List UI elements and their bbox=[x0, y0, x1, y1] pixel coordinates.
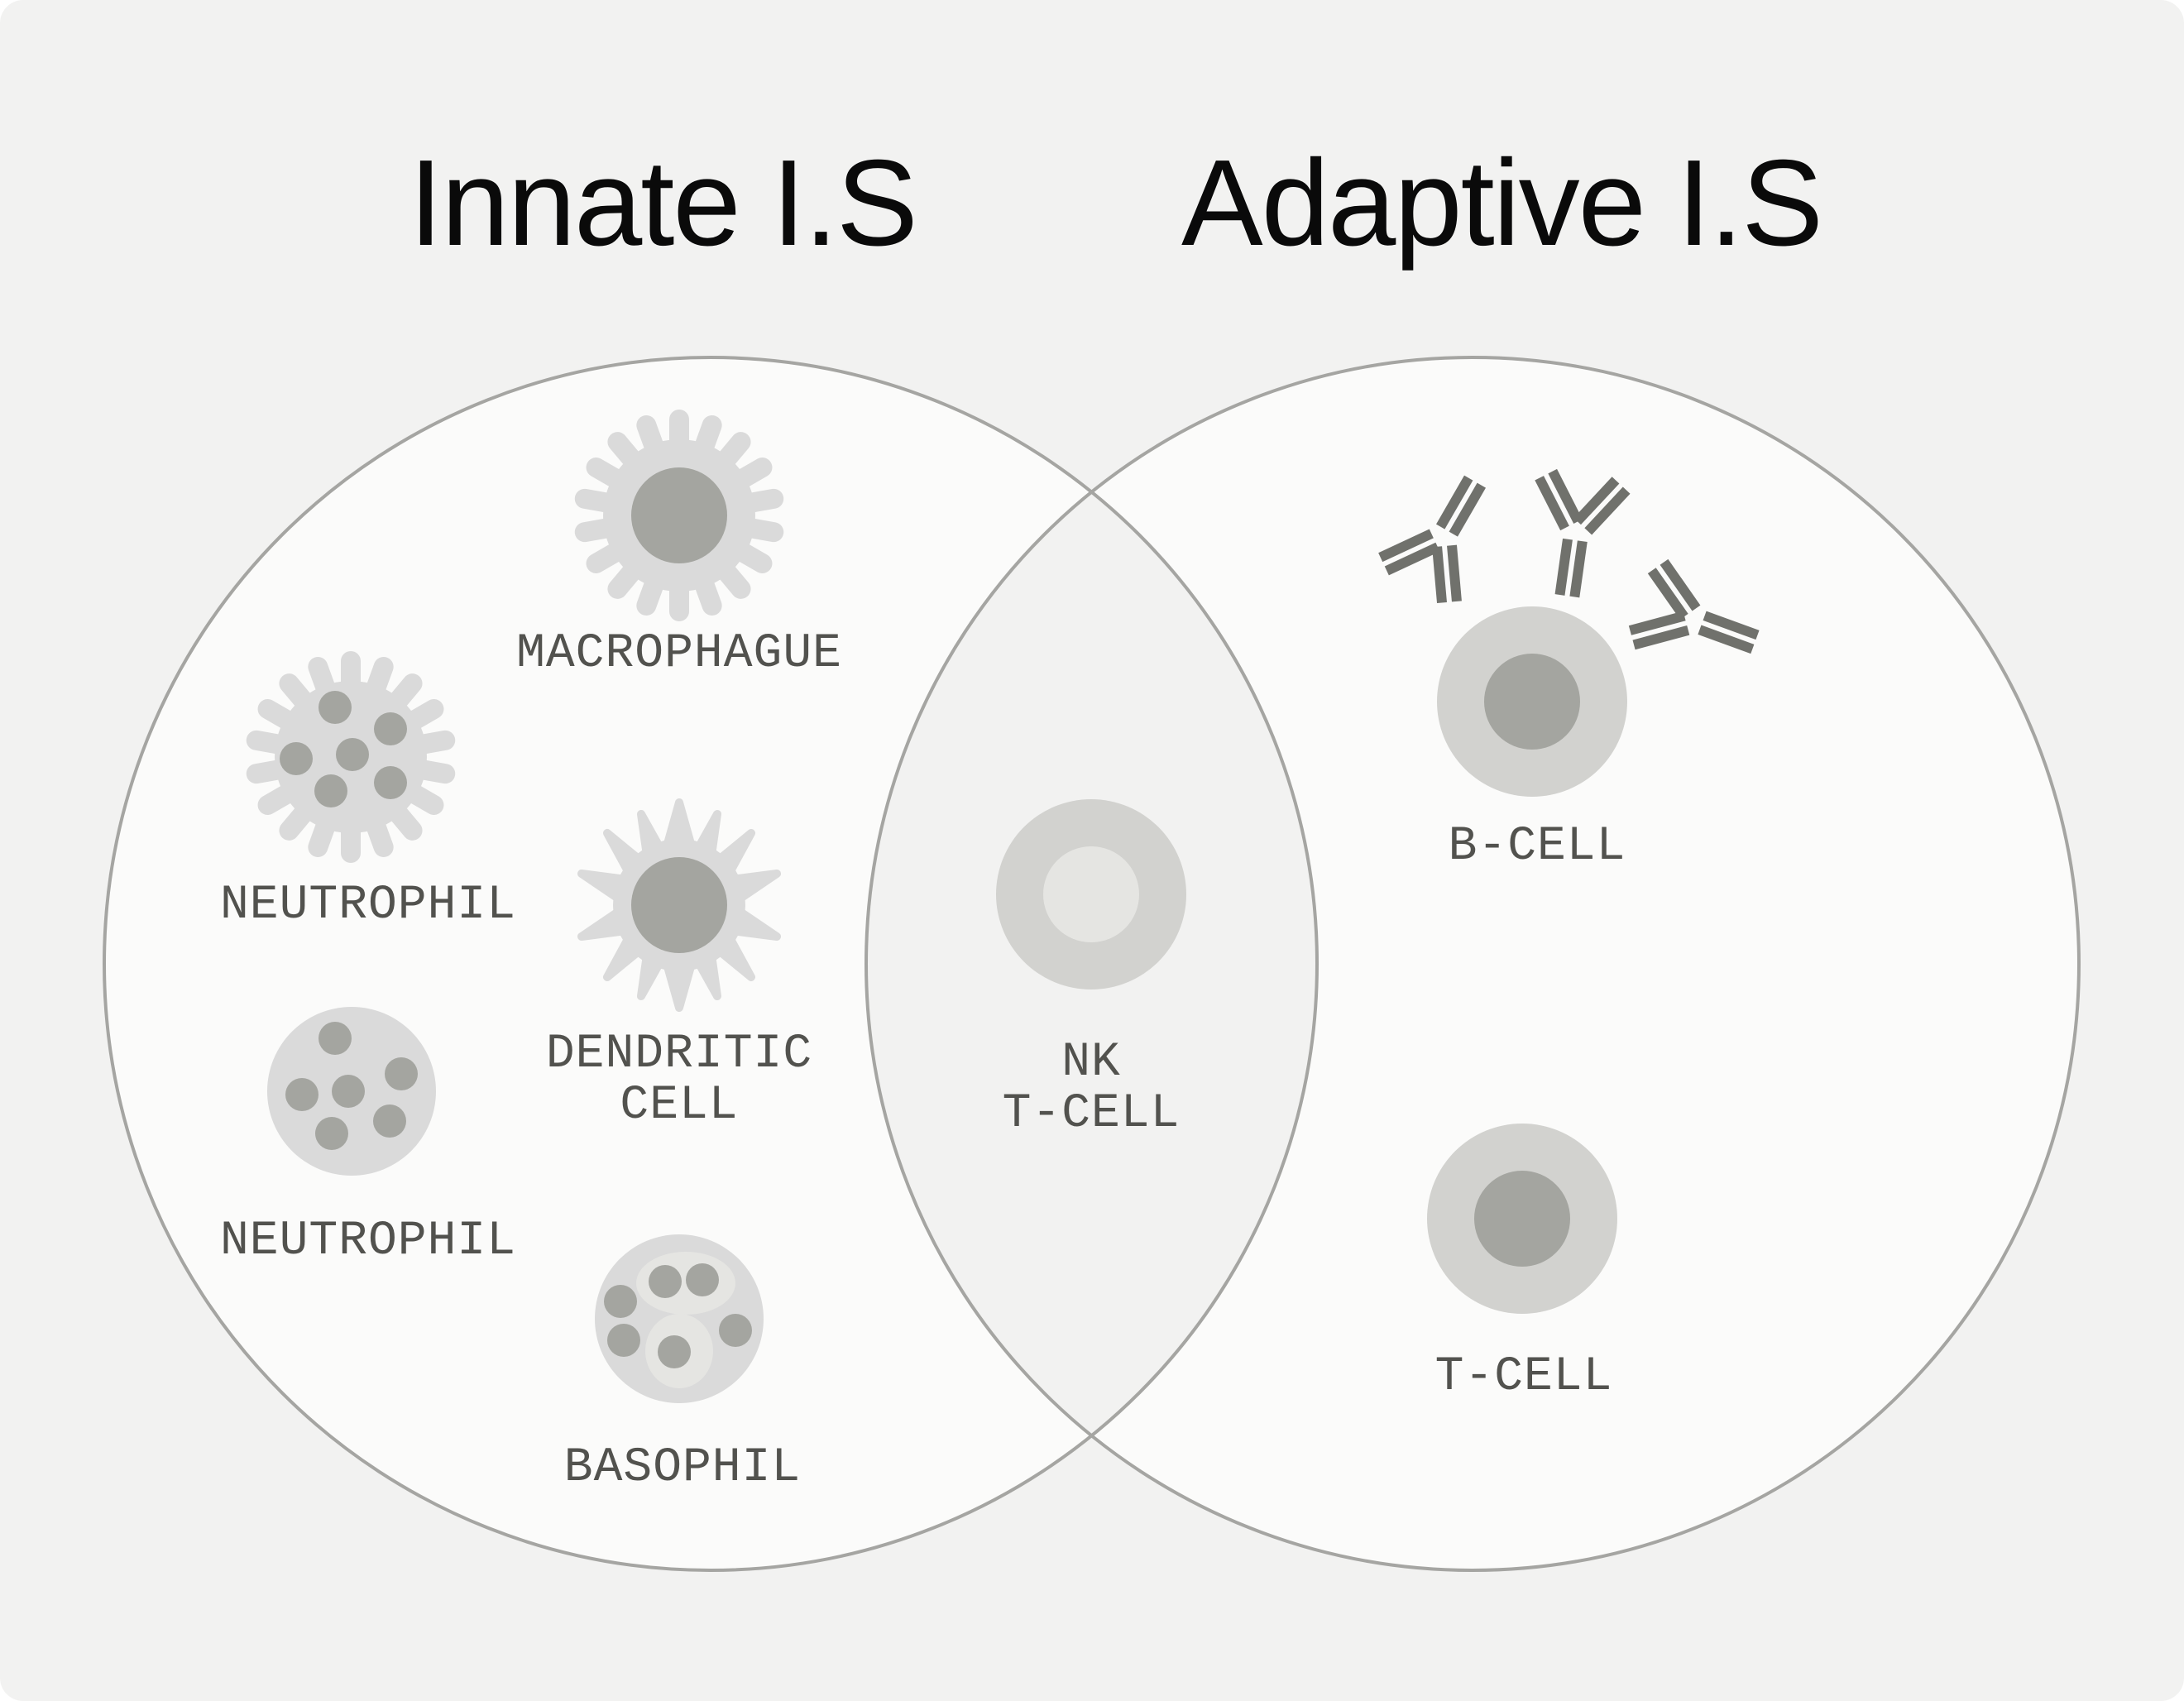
intersection-region bbox=[866, 357, 1317, 1570]
dendritic-cell-icon bbox=[577, 798, 781, 1012]
neutrophil-round-icon bbox=[267, 1007, 436, 1176]
bcell-icon bbox=[1437, 606, 1627, 797]
label-neutrophil-2: NEUTROPHIL bbox=[219, 1215, 517, 1268]
label-tcell: T-CELL bbox=[1434, 1350, 1613, 1404]
innate-title: Innate I.S bbox=[409, 135, 918, 271]
basophil-icon bbox=[595, 1234, 764, 1403]
tcell-icon bbox=[1427, 1124, 1617, 1314]
neutrophil-spiky-icon bbox=[244, 651, 457, 863]
adaptive-title: Adaptive I.S bbox=[1181, 135, 1823, 271]
label-macrophague: MACROPHAGUE bbox=[516, 627, 842, 681]
label-neutrophil-1: NEUTROPHIL bbox=[219, 879, 517, 932]
label-dendritic-cell: DENDRITIC CELL bbox=[545, 1028, 813, 1133]
nk-tcell-icon bbox=[996, 799, 1186, 989]
label-nk-tcell: NK T-CELL bbox=[1002, 1036, 1181, 1141]
macrophague-icon bbox=[572, 410, 786, 621]
label-bcell: B-CELL bbox=[1448, 820, 1626, 874]
label-basophil: BASOPHIL bbox=[563, 1441, 802, 1495]
